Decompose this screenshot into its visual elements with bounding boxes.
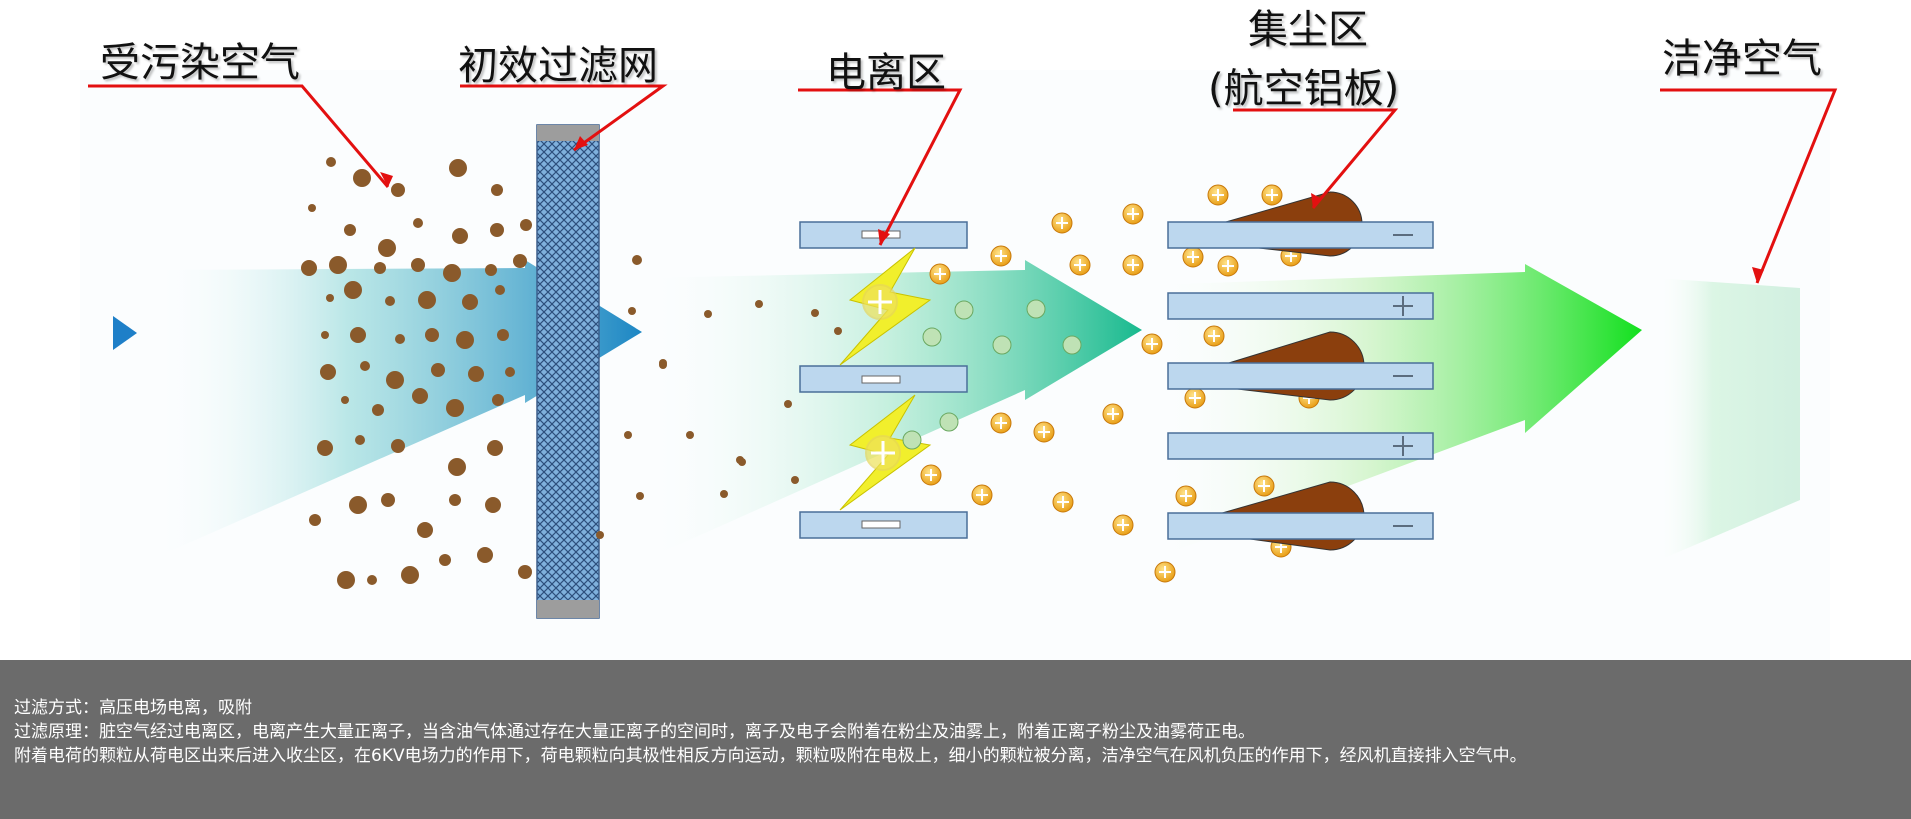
electrostatic-filter-diagram [88,84,1838,619]
flow-arrow-polluted [150,260,642,560]
label-primary-filter: 初效过滤网 [458,43,658,89]
plus-icon [1393,296,1413,316]
label-clean-air: 洁净空气 [1662,36,1822,82]
collector-plates [1167,221,1434,540]
neutral-ion-icon [902,299,1082,450]
filter-detail-text: 附着电荷的颗粒从荷电区出来后进入收尘区，在6KV电场力的作用下，荷电颗粒向其极性… [14,746,1527,766]
label-polluted-air: 受污染空气 [100,40,300,86]
dust-particles [301,157,842,589]
label-dust-collection-material: (航空铝板) [1208,66,1400,112]
plus-icon [1393,436,1413,456]
label-ionization-zone: 电离区 [826,50,946,96]
label-dust-collection: 集尘区 [1248,7,1368,53]
pointer-arrowheads [380,136,1764,283]
inlet-arrow-icon [113,316,137,350]
filter-method-text: 过滤方式：高压电场电离，吸附 [14,698,252,718]
clean-air-block [1655,278,1800,562]
description-panel: 过滤方式：高压电场电离，吸附 过滤原理：脏空气经过电离区，电离产生大量正离子，当… [0,660,1911,819]
primary-filter-mesh [536,124,600,619]
pointer-lines [88,84,1838,284]
ionization-plates [799,221,968,539]
filter-principle-text: 过滤原理：脏空气经过电离区，电离产生大量正离子，当含油气体通过存在大量正离子的空… [14,722,1255,742]
flow-arrow-ionized [640,260,1142,562]
ion-plus-large [862,284,901,471]
